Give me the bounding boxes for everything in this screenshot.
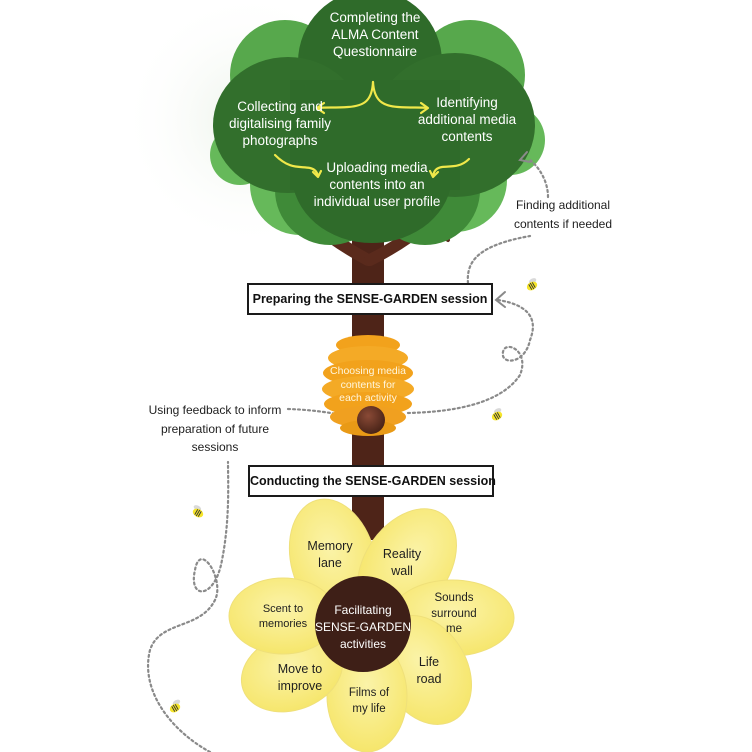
tree-step-questionnaire: Completing the ALMA Content Questionnair… [329,10,421,59]
beehive [322,335,414,436]
path-preparing-to-finding [466,234,532,285]
flower-center-label: Facilitating SENSE-GARDEN activities [314,603,412,651]
petal-label-scent: Scent to memories [258,603,308,630]
dotted-arrowheads [494,151,531,308]
petal-label-sounds: Sounds surround me [431,592,477,636]
arrowhead-canopy [518,151,531,163]
stage-preparing: Preparing the SENSE-GARDEN session [247,283,493,315]
tree-step-uploading: Uploading media contents into an individ… [313,160,441,209]
petal-label-memory-lane: Memory lane [307,539,353,570]
flower-center [315,576,411,672]
path-finding-to-canopy [528,158,550,199]
path-flower-to-feedback [147,460,230,752]
tree-step-identifying: Identifying additional media contents [417,95,517,144]
stage-conducting: Conducting the SENSE-GARDEN session [248,465,496,497]
bee-icon [192,505,204,518]
bee-icon [526,278,538,291]
tree-step-collecting: Collecting and digitalising family photo… [228,99,332,148]
petal-label-films: Films of my life [348,687,390,715]
petal-label-move: Move to improve [277,662,323,693]
arrowhead-preparing [494,291,506,308]
petal-label-life-road: Life road [416,655,442,686]
note-finding-contents: Finding additional contents if needed [513,198,613,231]
hive-entrance [357,406,385,434]
hive-label: Choosing media contents for each activit… [330,365,406,405]
bee-icon [491,408,503,421]
canopy-arrows [273,80,471,179]
petal-label-reality-wall: Reality wall [382,547,422,578]
path-hive-to-preparing [406,298,534,415]
tree-canopy [210,0,545,245]
bee-icon [169,699,181,713]
note-using-feedback: Using feedback to inform preparation of … [148,403,282,455]
